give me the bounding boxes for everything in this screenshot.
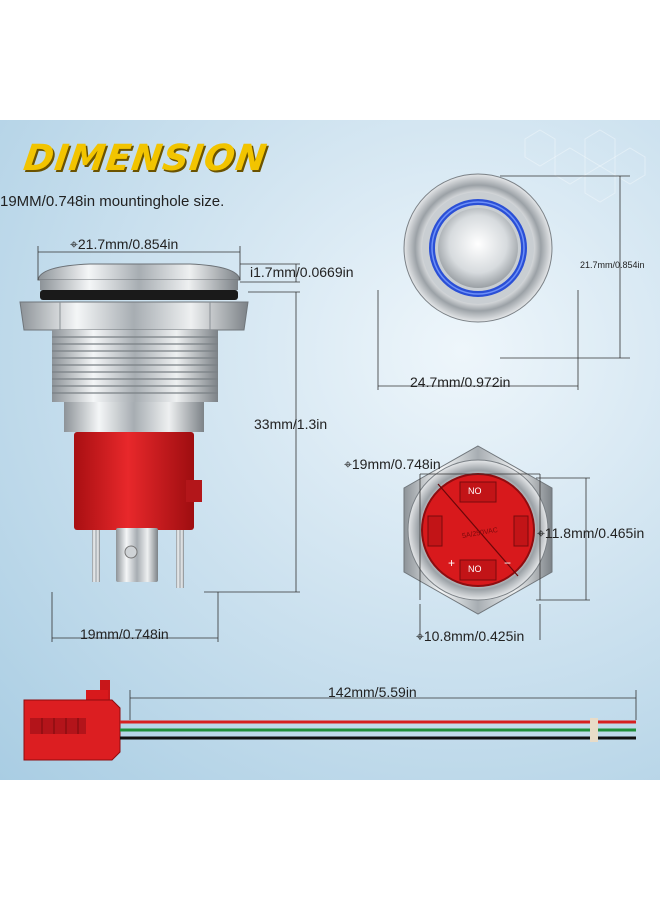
head-diameter-label: ⌖21.7mm/0.854in <box>70 236 179 252</box>
page-title: DIMENSION <box>21 138 270 179</box>
terminal-minus: − <box>504 556 512 570</box>
back-inner-label: ⌖10.8mm/0.425in <box>416 628 525 644</box>
wire-connector <box>23 680 121 761</box>
side-dimension-lines <box>37 246 300 642</box>
front-view-switch <box>403 173 553 323</box>
back-view-switch <box>403 445 553 615</box>
thread-diameter-label: 19mm/0.748in <box>80 626 169 642</box>
wires <box>120 718 636 742</box>
back-diameter-label: ⌖19mm/0.748in <box>344 456 441 472</box>
terminal-plus: + <box>448 556 456 570</box>
subtitle: 19MM/0.748in mountinghole size. <box>0 193 225 210</box>
front-dimension-lines <box>377 175 630 390</box>
front-height-label: 21.7mm/0.854in <box>580 260 645 270</box>
front-width-label: 24.7mm/0.972in <box>410 374 511 390</box>
cable-length-label: 142mm/5.59in <box>328 684 417 700</box>
hexagon-pattern <box>524 129 646 203</box>
head-height-label: i1.7mm/0.0669in <box>250 264 354 280</box>
cable-dimension-line <box>129 690 637 720</box>
terminal-no-top: NO <box>468 486 482 496</box>
back-height-label: ⌖11.8mm/0.465in <box>537 525 645 541</box>
side-view-switch <box>19 263 249 588</box>
terminal-no-bottom: NO <box>468 564 482 574</box>
body-length-label: 33mm/1.3in <box>254 416 328 432</box>
back-dimension-lines <box>419 473 590 640</box>
